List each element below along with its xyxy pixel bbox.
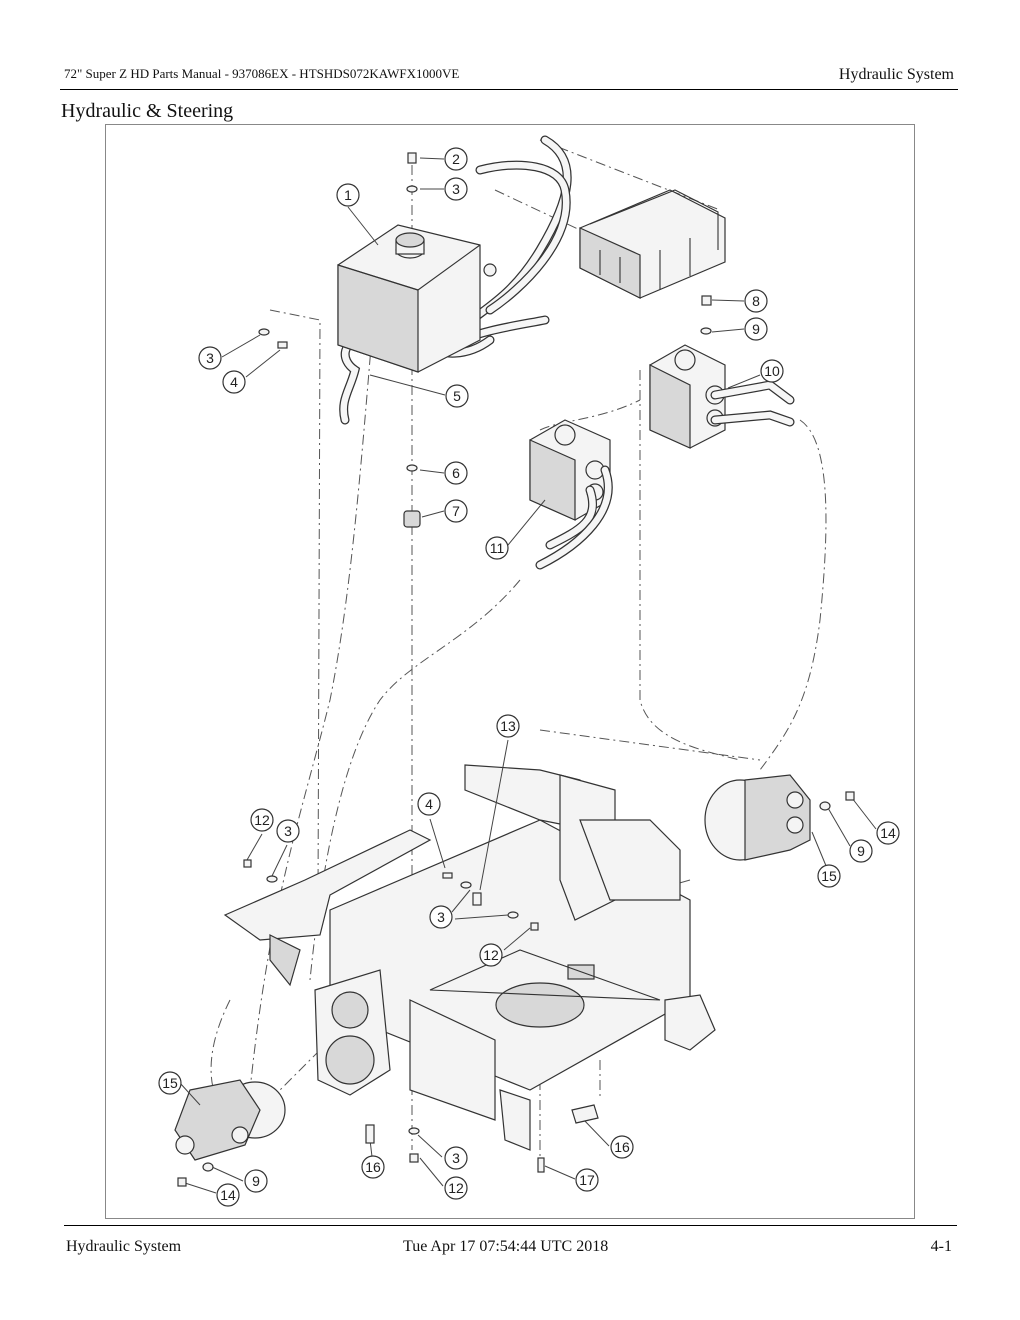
footer-timestamp: Tue Apr 17 07:54:44 UTC 2018 xyxy=(403,1238,609,1255)
top-hardware xyxy=(258,152,712,528)
svg-text:1: 1 xyxy=(344,187,352,203)
oil-cooler xyxy=(579,189,726,299)
hydraulic-pump-left xyxy=(529,419,613,570)
svg-text:3: 3 xyxy=(452,181,460,197)
exploded-parts-diagram: 1 2 3 3 4 5 6 7 8 9 10 11 12 3 4 13 3 12… xyxy=(158,135,900,1207)
callout-12: 12 xyxy=(479,943,503,967)
hydraulic-pump-right xyxy=(649,344,795,449)
callout-16: 16 xyxy=(610,1135,634,1159)
svg-text:15: 15 xyxy=(821,868,837,884)
wheel-motor-right xyxy=(704,774,811,861)
page-title: Hydraulic & Steering xyxy=(61,100,234,122)
callout-15: 15 xyxy=(817,864,841,888)
callout-9: 9 xyxy=(244,1169,268,1193)
callout-4: 4 xyxy=(417,792,441,816)
svg-text:4: 4 xyxy=(425,796,433,812)
svg-text:9: 9 xyxy=(752,321,760,337)
svg-text:14: 14 xyxy=(880,825,896,841)
svg-text:3: 3 xyxy=(206,350,214,366)
svg-text:8: 8 xyxy=(752,293,760,309)
svg-text:7: 7 xyxy=(452,503,460,519)
svg-text:2: 2 xyxy=(452,151,460,167)
callout-4: 4 xyxy=(222,370,246,394)
callout-17: 17 xyxy=(575,1168,599,1192)
callout-1: 1 xyxy=(336,183,360,207)
callout-5: 5 xyxy=(445,384,469,408)
callout-6: 6 xyxy=(444,461,468,485)
manual-title: 72" Super Z HD Parts Manual - 937086EX -… xyxy=(64,66,460,81)
footer-section: Hydraulic System xyxy=(66,1238,182,1255)
callout-3: 3 xyxy=(444,1146,468,1170)
callout-13: 13 xyxy=(496,714,520,738)
callout-12: 12 xyxy=(250,808,274,832)
svg-text:16: 16 xyxy=(365,1159,381,1175)
diagram-frame xyxy=(105,124,915,1219)
header-section: Hydraulic System xyxy=(838,66,954,83)
callout-9: 9 xyxy=(849,839,873,863)
svg-text:17: 17 xyxy=(579,1172,595,1188)
svg-text:10: 10 xyxy=(764,363,780,379)
callout-11: 11 xyxy=(485,536,509,560)
svg-text:5: 5 xyxy=(453,388,461,404)
callout-16: 16 xyxy=(361,1155,385,1179)
callout-9: 9 xyxy=(744,317,768,341)
callout-3: 3 xyxy=(198,346,222,370)
svg-text:3: 3 xyxy=(437,909,445,925)
frame-hardware xyxy=(177,791,855,1187)
footer-rule xyxy=(64,1225,957,1226)
page-number: 4-1 xyxy=(930,1238,952,1255)
hydraulic-tank xyxy=(337,224,497,373)
svg-text:13: 13 xyxy=(500,718,516,734)
svg-text:4: 4 xyxy=(230,374,238,390)
svg-text:3: 3 xyxy=(452,1150,460,1166)
callout-7: 7 xyxy=(444,499,468,523)
svg-text:12: 12 xyxy=(448,1180,464,1196)
callout-3: 3 xyxy=(444,177,468,201)
svg-text:12: 12 xyxy=(254,812,270,828)
svg-text:3: 3 xyxy=(284,823,292,839)
callout-14: 14 xyxy=(876,821,900,845)
callout-8: 8 xyxy=(744,289,768,313)
svg-text:14: 14 xyxy=(220,1187,236,1203)
svg-text:6: 6 xyxy=(452,465,460,481)
callout-3: 3 xyxy=(276,819,300,843)
callout-12: 12 xyxy=(444,1176,468,1200)
callout-2: 2 xyxy=(444,147,468,171)
svg-text:12: 12 xyxy=(483,947,499,963)
mower-chassis xyxy=(223,764,716,1151)
callout-14: 14 xyxy=(216,1183,240,1207)
svg-text:11: 11 xyxy=(490,540,505,556)
header-rule xyxy=(60,89,958,90)
callout-3: 3 xyxy=(429,905,453,929)
svg-text:16: 16 xyxy=(614,1139,630,1155)
svg-text:9: 9 xyxy=(252,1173,260,1189)
wheel-motor-left xyxy=(174,1079,286,1161)
svg-text:15: 15 xyxy=(162,1075,178,1091)
svg-text:9: 9 xyxy=(857,843,865,859)
callout-10: 10 xyxy=(760,359,784,383)
callout-15: 15 xyxy=(158,1071,182,1095)
